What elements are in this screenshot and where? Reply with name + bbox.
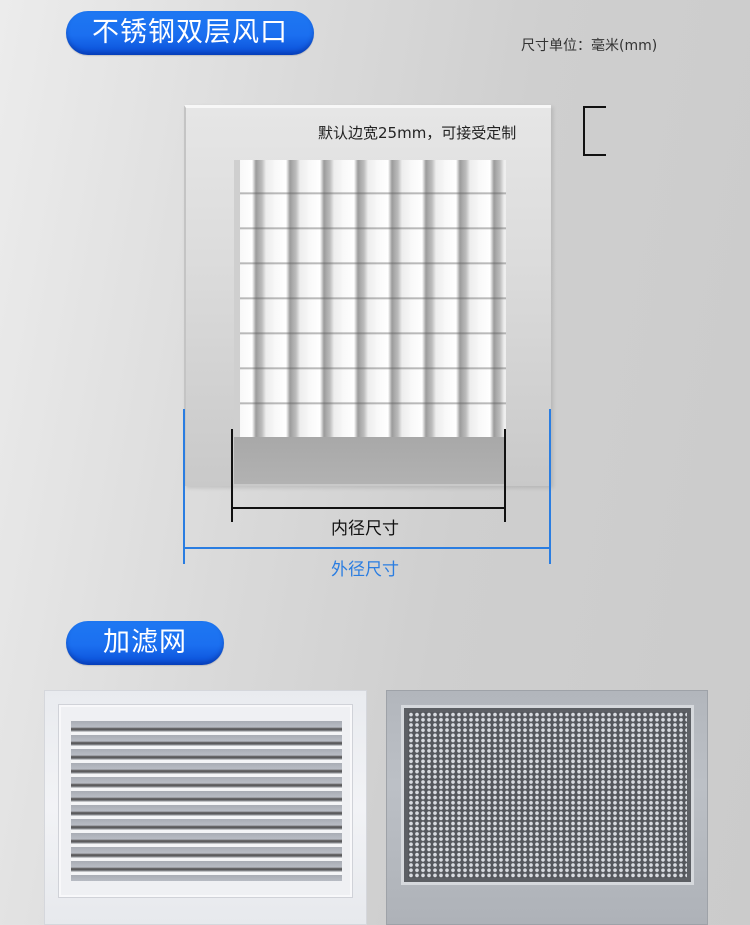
grille-louvers xyxy=(234,160,506,437)
outer-dim-left-tick xyxy=(183,409,185,564)
section-title-badge: 不锈钢双层风口 xyxy=(66,11,314,55)
filter-mesh-frame xyxy=(401,705,694,885)
inner-dim-line xyxy=(231,507,506,509)
edge-width-note: 默认边宽25mm，可接受定制 xyxy=(318,124,517,142)
grille-bottom-edge xyxy=(234,437,506,484)
outer-dim-right-tick xyxy=(549,409,551,564)
filter-section-title: 加滤网 xyxy=(103,627,187,658)
outer-dimension-label: 外径尺寸 xyxy=(331,560,399,580)
filter-mesh-grille-image xyxy=(386,690,708,925)
filter-section-badge: 加滤网 xyxy=(66,621,224,665)
edge-dim-bottom xyxy=(583,154,606,156)
outer-dim-line xyxy=(183,547,551,549)
inner-dim-right-tick xyxy=(504,429,506,522)
unit-note: 尺寸单位：毫米(mm) xyxy=(521,38,658,54)
edge-dim-vertical xyxy=(583,106,585,156)
louver-grille-image xyxy=(44,690,367,925)
inner-dimension-label: 内径尺寸 xyxy=(331,519,399,539)
inner-dim-left-tick xyxy=(231,429,233,522)
louver-slats xyxy=(71,721,342,881)
edge-dim-top xyxy=(583,106,606,108)
perforated-mesh xyxy=(408,712,687,878)
louver-grille-frame xyxy=(59,705,352,897)
grille-product-image xyxy=(184,105,551,486)
section-title: 不锈钢双层风口 xyxy=(92,17,288,48)
